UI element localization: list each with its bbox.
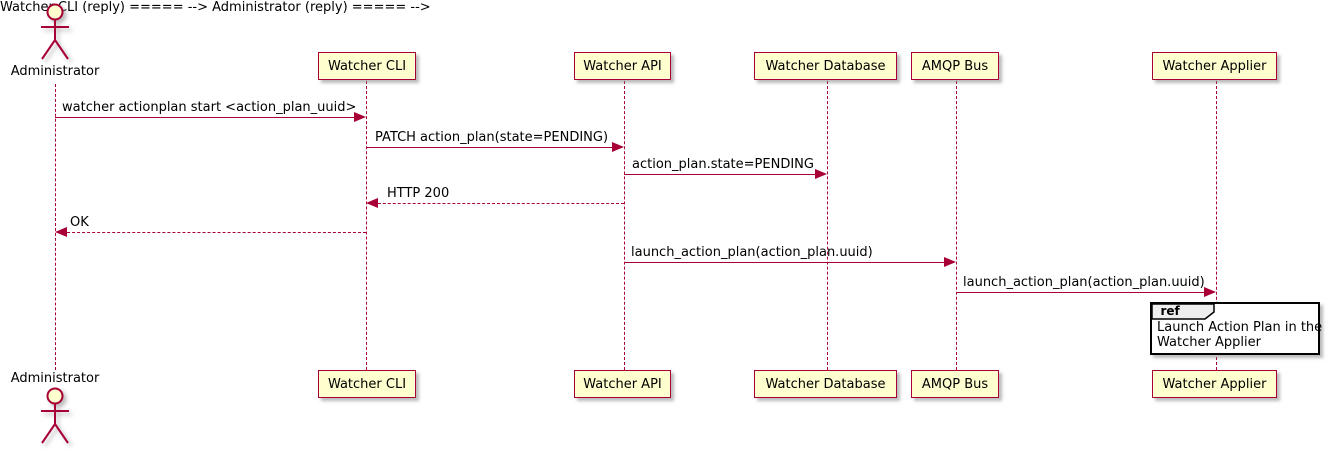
arrowhead-icon bbox=[366, 198, 378, 208]
ref-fragment: ref Launch Action Plan in the Watcher Ap… bbox=[1150, 302, 1323, 355]
message-label: launch_action_plan(action_plan.uuid) bbox=[963, 275, 1205, 290]
arrowhead-icon bbox=[612, 142, 624, 152]
participant-amqp-bus-bottom: AMQP Bus bbox=[911, 370, 999, 398]
participant-amqp-bus-top: AMQP Bus bbox=[911, 52, 999, 80]
participant-watcher-cli-bottom: Watcher CLI bbox=[318, 370, 416, 398]
ref-tab-label: ref bbox=[1160, 303, 1180, 318]
message-label: HTTP 200 bbox=[387, 186, 450, 201]
participant-label: Watcher Applier bbox=[1162, 58, 1267, 74]
participant-label: Watcher Applier bbox=[1162, 376, 1267, 392]
participant-watcher-api-bottom: Watcher API bbox=[574, 370, 671, 398]
arrowhead-icon bbox=[55, 227, 67, 237]
arrowhead-icon bbox=[354, 112, 366, 122]
participant-label: Watcher CLI bbox=[327, 58, 407, 74]
message-label: launch_action_plan(action_plan.uuid) bbox=[631, 245, 873, 260]
message-label: OK bbox=[70, 215, 89, 230]
actor-icon bbox=[37, 386, 73, 452]
message-arrow bbox=[624, 174, 825, 175]
participant-label: Watcher API bbox=[583, 376, 662, 392]
lifeline-watcher-applier bbox=[1216, 81, 1217, 370]
participant-label: Watcher API bbox=[583, 58, 662, 74]
message-label: PATCH action_plan(state=PENDING) bbox=[375, 130, 609, 145]
message-label: watcher actionplan start <action_plan_uu… bbox=[62, 100, 357, 115]
arrowhead-icon bbox=[944, 257, 956, 267]
participant-label: AMQP Bus bbox=[921, 58, 989, 74]
participant-watcher-database-bottom: Watcher Database bbox=[754, 370, 897, 398]
actor-icon bbox=[37, 2, 73, 68]
participant-label: AMQP Bus bbox=[921, 376, 989, 392]
lifeline-watcher-database bbox=[827, 81, 828, 370]
message-arrow bbox=[55, 117, 364, 118]
participant-label: Watcher Database bbox=[765, 58, 886, 74]
participant-watcher-api-top: Watcher API bbox=[574, 52, 671, 80]
actor-label-top: Administrator bbox=[10, 64, 100, 79]
message-arrow bbox=[624, 262, 954, 263]
ref-tab: ref bbox=[1150, 302, 1218, 324]
message-arrow bbox=[57, 232, 366, 233]
ref-text-line1: Launch Action Plan in the bbox=[1157, 320, 1323, 335]
participant-label: Watcher Database bbox=[765, 376, 886, 392]
lifeline-amqp-bus bbox=[956, 81, 957, 370]
message-arrow bbox=[956, 292, 1214, 293]
arrowhead-icon bbox=[1204, 287, 1216, 297]
message-arrow bbox=[368, 203, 624, 204]
participant-watcher-applier-top: Watcher Applier bbox=[1152, 52, 1277, 80]
participant-watcher-database-top: Watcher Database bbox=[754, 52, 897, 80]
lifeline-watcher-api bbox=[624, 81, 625, 370]
message-arrow bbox=[366, 147, 622, 148]
participant-watcher-cli-top: Watcher CLI bbox=[318, 52, 416, 80]
message-label: action_plan.state=PENDING bbox=[632, 157, 814, 172]
actor-label-bottom: Administrator bbox=[10, 371, 100, 386]
ref-text-line2: Watcher Applier bbox=[1157, 335, 1261, 350]
lifeline-watcher-cli bbox=[366, 81, 367, 370]
participant-watcher-applier-bottom: Watcher Applier bbox=[1152, 370, 1277, 398]
arrowhead-icon bbox=[815, 169, 827, 179]
participant-label: Watcher CLI bbox=[327, 376, 407, 392]
